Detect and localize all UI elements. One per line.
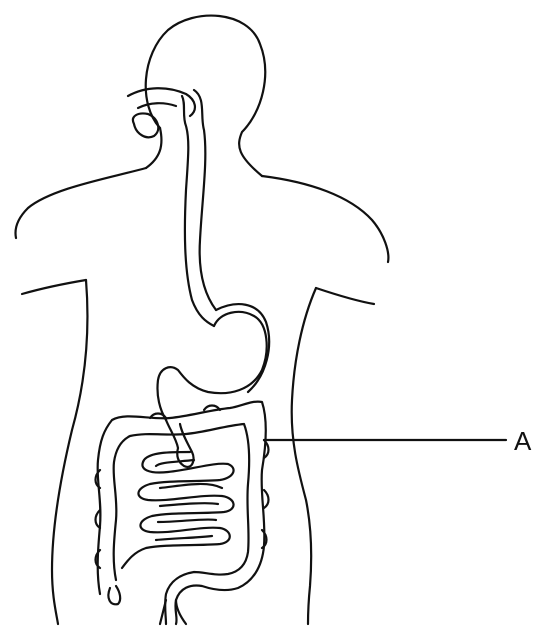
rectum: [160, 600, 186, 624]
right-arm-outline: [316, 288, 374, 304]
large-intestine-inner: [114, 424, 250, 624]
esophagus-right-wall: [194, 90, 216, 310]
label-a: A: [514, 426, 532, 456]
left-shoulder-outline: [16, 168, 147, 238]
tongue-shape: [133, 113, 158, 137]
right-shoulder-outline: [262, 176, 388, 262]
left-torso-outline: [52, 280, 87, 624]
right-torso-outline: [292, 288, 316, 624]
appendix: [108, 586, 120, 604]
neck-left-outline: [146, 128, 161, 168]
esophagus-left-wall: [182, 96, 214, 326]
mouth-lower: [138, 103, 176, 108]
stomach-inner: [216, 304, 269, 392]
small-intestine-coils: [122, 452, 234, 568]
left-arm-outline: [22, 280, 86, 294]
